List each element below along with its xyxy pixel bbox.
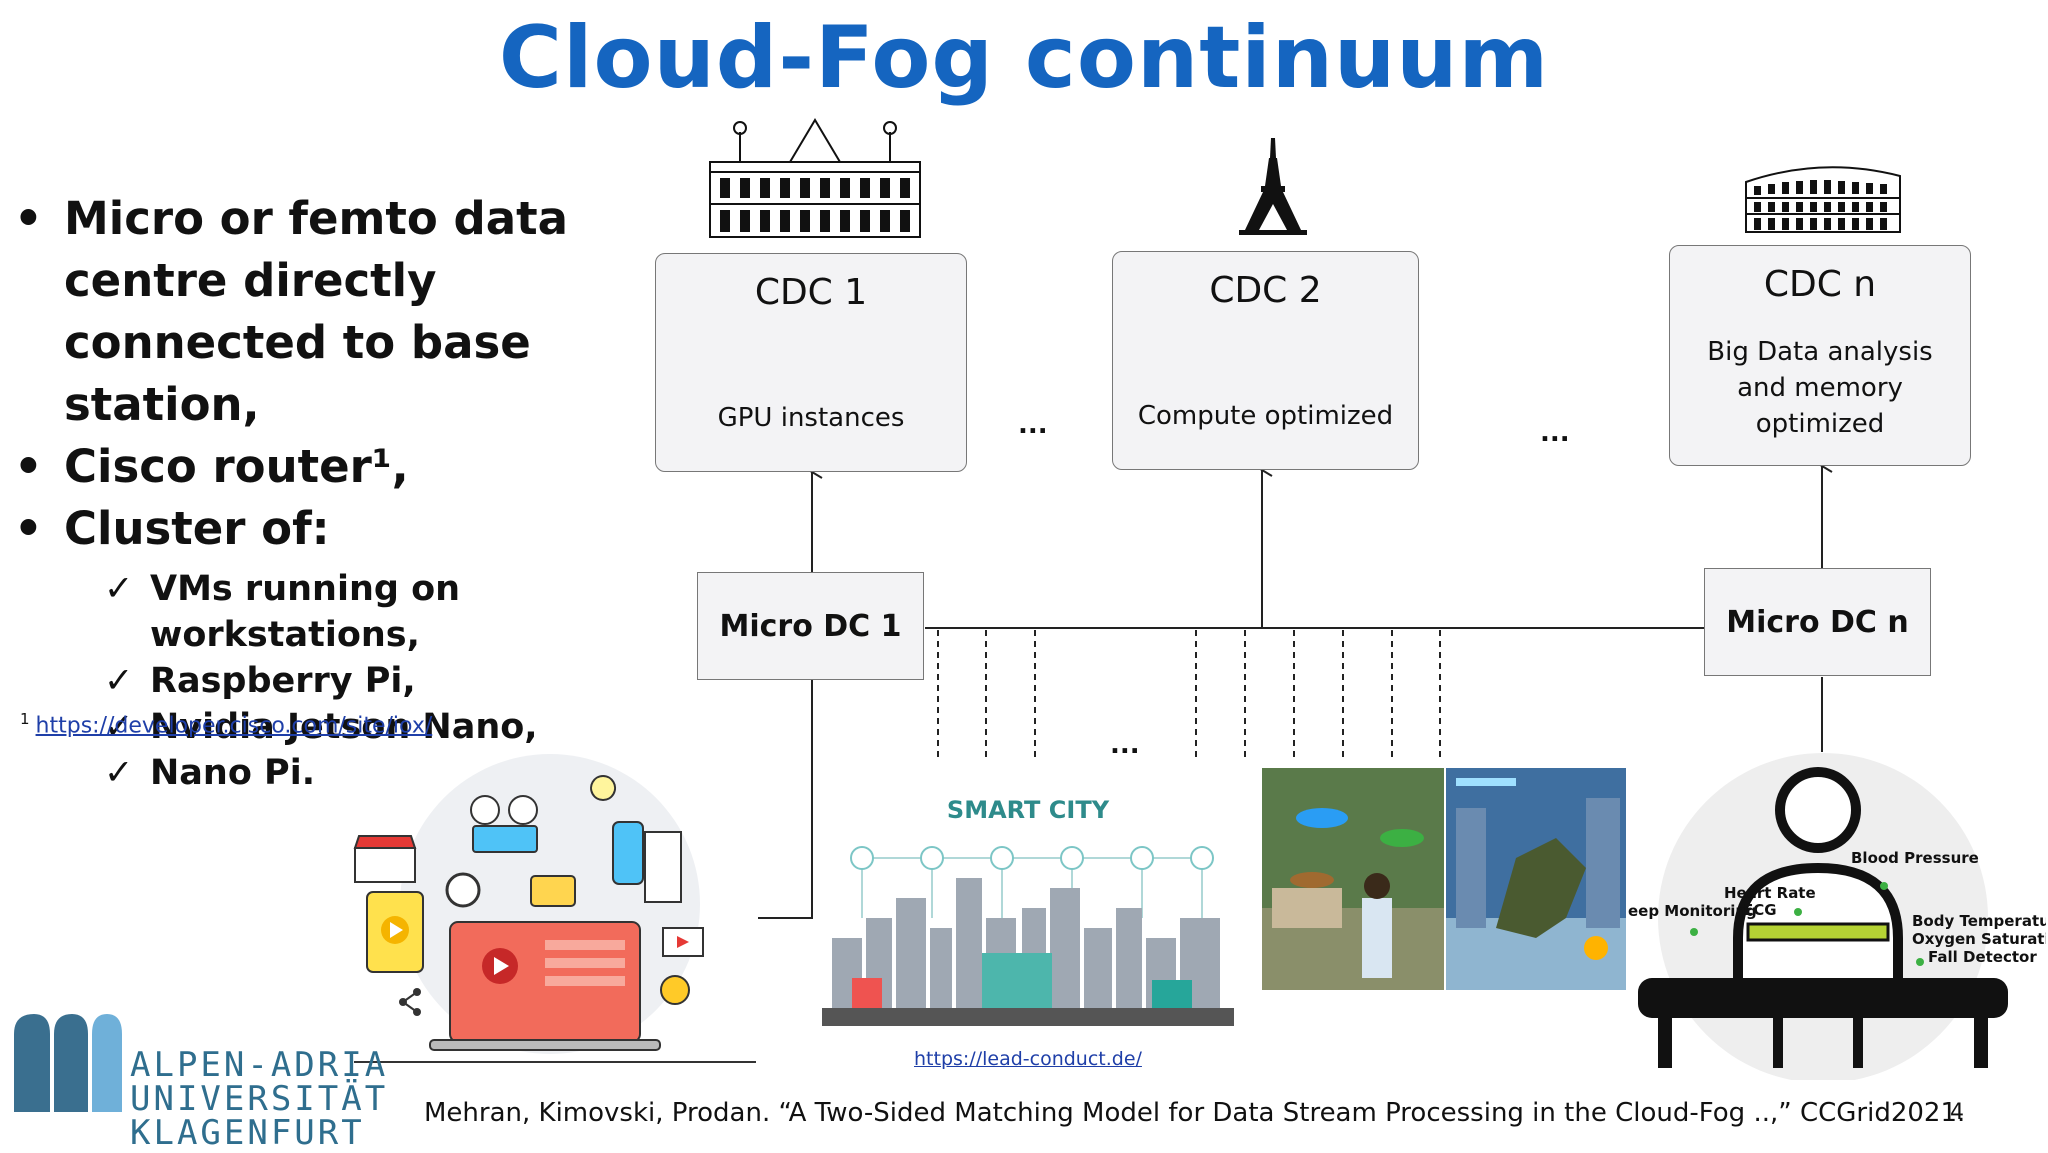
- check-text: Nvidia Jetson Nano,: [150, 707, 538, 747]
- micro-dc-n-box: Micro DC n: [1704, 568, 1931, 676]
- logo-line-3: KLAGENFURT: [130, 1113, 365, 1153]
- bullet-dot: •: [14, 502, 43, 555]
- check-item: ✓ VMs running on workstations,: [104, 566, 654, 658]
- label-oxygen-saturation: Oxygen Saturation: [1912, 930, 2046, 948]
- bullet-dot: •: [14, 440, 43, 493]
- check-list: ✓ VMs running on workstations, ✓ Raspberry…: [104, 566, 654, 796]
- label-body-temperature: Body Temperature: [1912, 912, 2046, 930]
- check-text: Nano Pi.: [150, 753, 316, 793]
- university-logo-text: ALPEN-ADRIA UNIVERSITÄT KLAGENFURT: [130, 1048, 388, 1150]
- cdc-2-desc: Compute optimized: [1137, 401, 1394, 431]
- checkmark-icon: ✓: [104, 661, 134, 701]
- logo-line-1: ALPEN-ADRIA: [130, 1045, 389, 1085]
- check-text: Raspberry Pi,: [150, 661, 416, 701]
- label-heart-rate: Heart Rate: [1724, 884, 1816, 902]
- micro-dc-1-box: Micro DC 1: [697, 572, 924, 680]
- cdc-n-desc: Big Data analysis and memory optimized: [1707, 337, 1933, 439]
- multimedia-icon: [353, 754, 704, 1054]
- bullet-cluster: • Cluster of:: [14, 498, 654, 560]
- check-item: ✓ Nvidia Jetson Nano,: [104, 704, 654, 750]
- cdc-1-box: CDC 1 GPU instances: [655, 253, 967, 472]
- checkmark-icon: ✓: [104, 753, 134, 793]
- cdc-n-title: CDC n: [1763, 264, 1877, 305]
- label-ecg: ECG: [1743, 901, 1777, 919]
- cdc-ellipsis-2: ...: [1540, 418, 1570, 448]
- palace-icon: [709, 118, 921, 238]
- check-item: ✓ Nano Pi.: [104, 750, 654, 796]
- ar-gaming-image: [1446, 768, 1626, 990]
- bullet-text: Cisco router¹,: [64, 440, 409, 493]
- checkmark-icon: ✓: [104, 569, 134, 609]
- check-item: ✓ Raspberry Pi,: [104, 658, 654, 704]
- dashed-links: [937, 630, 1441, 760]
- cdc-1-desc: GPU instances: [717, 403, 905, 433]
- vr-gaming-icon: [1262, 768, 1444, 990]
- check-text: VMs running on workstations,: [150, 569, 461, 655]
- logo-line-2: UNIVERSITÄT: [130, 1079, 389, 1119]
- bullet-text: Micro or femto data centre directly conn…: [64, 192, 568, 431]
- footnote: 1 https://developer.cisco.com/site/iox/: [20, 710, 432, 738]
- health-person-icon: Blood Pressure Heart Rate ECG eep Monito…: [1628, 753, 2046, 1080]
- bullet-cisco-router: • Cisco router¹,: [14, 436, 654, 498]
- cdc-2-box: CDC 2 Compute optimized: [1112, 251, 1419, 470]
- micro1-to-media-link: [758, 680, 813, 919]
- cdc-n-box: CDC n Big Data analysis and memory optim…: [1669, 245, 1971, 466]
- cdc-1-title: CDC 1: [754, 272, 868, 313]
- colosseum-icon: [1745, 166, 1901, 233]
- label-blood-pressure: Blood Pressure: [1851, 849, 1979, 867]
- cdc-2-title: CDC 2: [1209, 270, 1322, 311]
- bullet-micro-dc: • Micro or femto data centre directly co…: [14, 188, 654, 436]
- bullet-dot: •: [14, 192, 43, 245]
- device-ellipsis: ...: [1110, 730, 1140, 760]
- label-fall-detector: Fall Detector: [1928, 948, 2037, 966]
- university-logo-icon: [14, 1014, 122, 1112]
- smart-city-illustration: SMART CITY: [822, 768, 1234, 1030]
- smart-city-label: SMART CITY: [947, 796, 1110, 824]
- footnote-marker: 1: [20, 710, 30, 728]
- eiffel-tower-icon: [1239, 138, 1307, 235]
- lead-conduct-link[interactable]: https://lead-conduct.de/: [914, 1048, 1142, 1070]
- cdc-ellipsis-1: ...: [1018, 410, 1048, 440]
- page-number: 4: [1950, 1100, 1964, 1125]
- checkmark-icon: ✓: [104, 707, 134, 747]
- bullet-list: • Micro or femto data centre directly co…: [14, 188, 654, 796]
- label-sleep-monitoring: eep Monitoring: [1628, 902, 1757, 920]
- citation-credit: Mehran, Kimovski, Prodan. “A Two-Sided M…: [424, 1098, 1966, 1128]
- slide-title: Cloud-Fog continuum: [498, 8, 1550, 108]
- cisco-iox-link[interactable]: https://developer.cisco.com/site/iox/: [35, 713, 433, 739]
- bullet-text: Cluster of:: [64, 502, 330, 555]
